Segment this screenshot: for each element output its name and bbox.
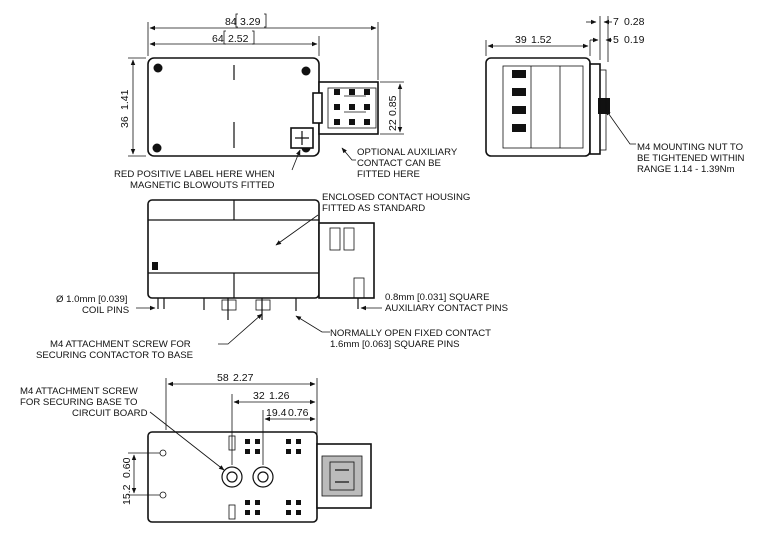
note-screw-contactor: M4 ATTACHMENT SCREW FOR SECURING CONTACT… <box>36 339 193 361</box>
dim-84-in: 3.29 <box>240 16 261 28</box>
dim-32-in: 1.26 <box>269 390 290 402</box>
note-red-label: RED POSITIVE LABEL HERE WHEN MAGNETIC BL… <box>114 169 277 191</box>
note-screw-base: M4 ATTACHMENT SCREW FOR SECURING BASE TO… <box>20 386 148 419</box>
dim-5-mm: 5 <box>613 34 619 46</box>
dim-22-in: 0.85 <box>387 95 399 116</box>
base-view: 58 2.27 32 1.26 19.4 0.76 15.2 0.60 M4 A… <box>20 372 372 523</box>
note-m4-nut: M4 MOUNTING NUT TO BE TIGHTENED WITHIN R… <box>637 142 747 175</box>
note-no-contact: NORMALLY OPEN FIXED CONTACT 1.6mm [0.063… <box>330 328 493 350</box>
dim-32-mm: 32 <box>253 390 265 402</box>
dim-36-mm: 36 <box>119 116 131 128</box>
dim-5-in: 0.19 <box>624 34 645 46</box>
dim-19-in: 0.76 <box>288 407 309 419</box>
note-coil-pins: Ø 1.0mm [0.039] COIL PINS <box>56 294 130 316</box>
dim-15-mm: 15.2 <box>121 484 133 505</box>
note-optional-auxiliary: OPTIONAL AUXILIARY CONTACT CAN BE FITTED… <box>357 147 460 180</box>
dim-64-in: 2.52 <box>228 33 249 45</box>
dim-7-in: 0.28 <box>624 16 645 28</box>
front-view: ENCLOSED CONTACT HOUSING FITTED AS STAND… <box>36 192 508 361</box>
dim-36-in: 1.41 <box>119 89 131 110</box>
dim-84-mm: 84 <box>225 16 237 28</box>
auxiliary-contact-block <box>312 81 379 135</box>
dim-58-in: 2.27 <box>233 372 254 384</box>
note-aux-pins: 0.8mm [0.031] SQUARE AUXILIARY CONTACT P… <box>385 292 508 314</box>
dim-22-mm: 22 <box>387 119 399 131</box>
side-view: 39 1.52 7 0.28 5 0.19 M4 MOUNTING NUT TO… <box>485 16 747 175</box>
dim-58-mm: 58 <box>217 372 229 384</box>
dim-7-mm: 7 <box>613 16 619 28</box>
top-view: 84 3.29 64 2.52 36 1.41 22 0.85 OPTIONAL… <box>114 13 460 191</box>
dim-64-mm: 64 <box>212 33 224 45</box>
dim-39-mm: 39 <box>515 34 527 46</box>
dim-15-in: 0.60 <box>121 457 133 478</box>
note-housing: ENCLOSED CONTACT HOUSING FITTED AS STAND… <box>322 192 473 214</box>
dim-39-in: 1.52 <box>531 34 552 46</box>
dim-19-mm: 19.4 <box>266 407 287 419</box>
